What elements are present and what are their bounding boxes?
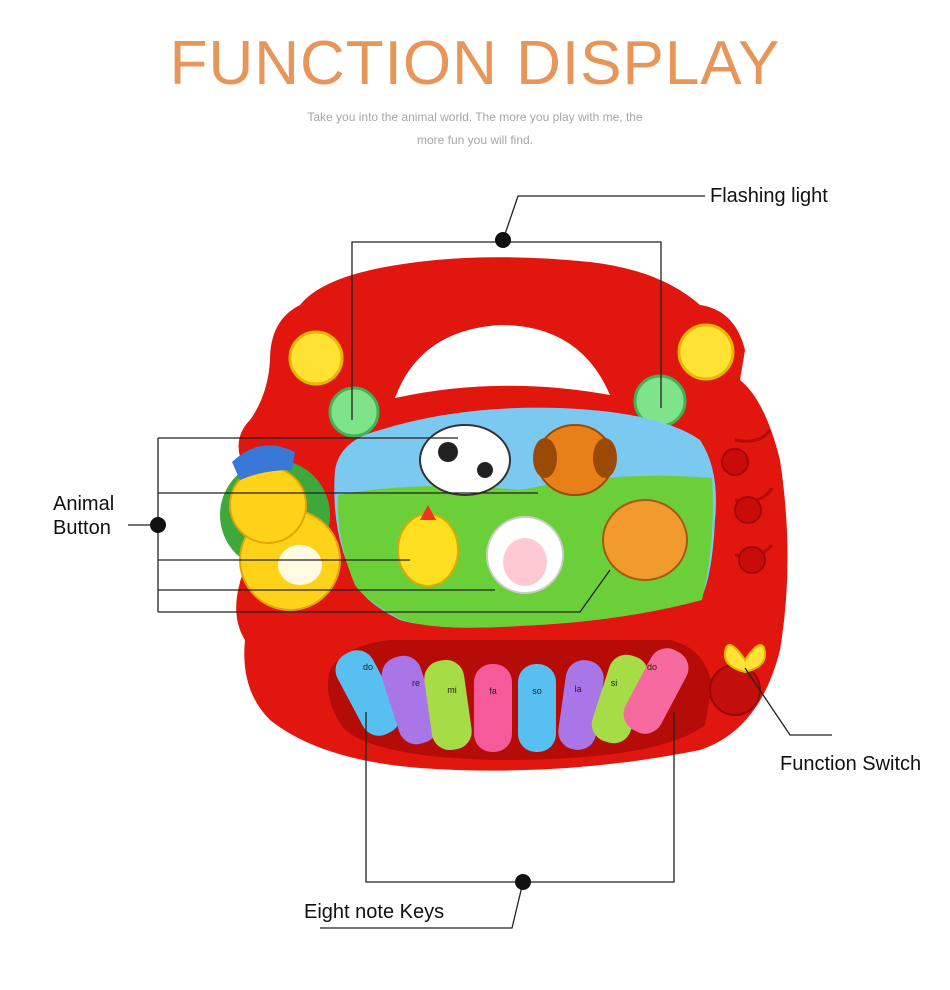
key-si-body bbox=[591, 654, 649, 744]
heart-switch-icon bbox=[723, 644, 767, 674]
side-button-2 bbox=[734, 496, 762, 524]
side-button-1 bbox=[721, 448, 749, 476]
yellow-button-left bbox=[288, 330, 344, 386]
sheep-icon bbox=[486, 516, 564, 594]
key-re-body bbox=[381, 655, 439, 745]
key-do-high[interactable]: do bbox=[617, 642, 695, 740]
key-si[interactable]: si bbox=[587, 650, 653, 748]
speaker-grill bbox=[709, 664, 761, 716]
animal-button-dot bbox=[150, 517, 166, 533]
key-re[interactable]: re bbox=[377, 651, 443, 749]
key-do-low[interactable]: do bbox=[329, 644, 407, 742]
function-switch-label: Function Switch bbox=[780, 753, 922, 775]
yellow-button-right bbox=[677, 323, 735, 381]
key-do-low-body bbox=[335, 650, 401, 736]
handle-hole bbox=[395, 325, 610, 398]
key-si-label: si bbox=[611, 678, 618, 688]
flashing-light-dot bbox=[495, 232, 511, 248]
eight-note-keys-dot bbox=[515, 874, 531, 890]
eight-note-keys-label: Eight note Keys bbox=[304, 901, 445, 923]
key-so-label: so bbox=[532, 686, 542, 696]
key-mi-label: mi bbox=[447, 685, 457, 695]
note-keys: do re mi fa so la si do bbox=[329, 642, 695, 753]
function-switch-leader bbox=[744, 667, 832, 736]
key-so-body bbox=[518, 664, 556, 752]
subtitle-line-1: Take you into the animal world. The more… bbox=[307, 110, 643, 124]
cow-icon bbox=[419, 424, 511, 496]
eight-note-keys-pointer bbox=[320, 881, 524, 929]
key-do-low-label: do bbox=[363, 662, 373, 672]
key-do-high-body bbox=[623, 648, 689, 734]
chick-icon bbox=[397, 505, 459, 587]
animal-button-label-line-2: Button bbox=[53, 517, 111, 539]
page-title: FUNCTION DISPLAY bbox=[169, 29, 781, 98]
key-so[interactable]: so bbox=[518, 664, 556, 752]
flashing-light-left bbox=[328, 386, 380, 438]
key-la-label: la bbox=[574, 684, 581, 694]
side-button-3 bbox=[738, 546, 766, 574]
key-fa-label: fa bbox=[489, 686, 497, 696]
animal-button-label-line-1: Animal bbox=[53, 493, 115, 515]
key-mi[interactable]: mi bbox=[422, 658, 474, 753]
key-fa-body bbox=[474, 664, 512, 752]
dog-icon bbox=[533, 424, 617, 496]
animal-leader-5 bbox=[158, 569, 611, 613]
key-mi-body bbox=[424, 659, 472, 751]
flashing-light-pointer bbox=[502, 195, 705, 241]
key-do-high-label: do bbox=[647, 662, 657, 672]
key-re-label: re bbox=[412, 678, 420, 688]
flashing-light-label: Flashing light bbox=[710, 185, 828, 207]
horse-icon bbox=[602, 499, 688, 581]
subtitle-line-2: more fun you will find. bbox=[416, 133, 534, 147]
key-fa[interactable]: fa bbox=[474, 664, 512, 752]
